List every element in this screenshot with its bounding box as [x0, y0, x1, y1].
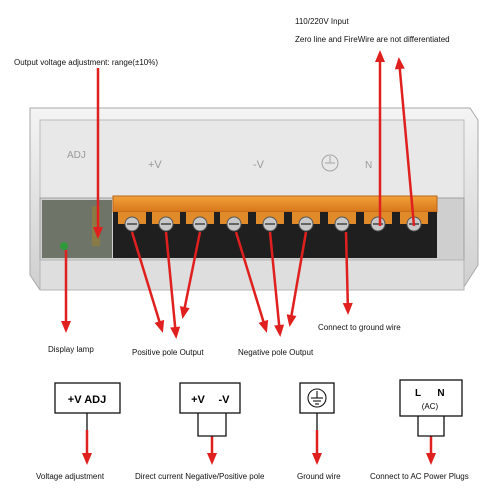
positive-arrow-3: [179, 231, 202, 319]
ground-icon: [307, 388, 327, 408]
negative-pole-output-label: Negative pole Output: [238, 348, 314, 357]
input-voltage-label: 110/220V Input: [295, 17, 349, 26]
output-voltage-adjustment-label: Output voltage adjustment: range(±10%): [14, 58, 159, 67]
legend-ac-input-caption: Connect to AC Power Plugs: [370, 472, 469, 481]
legend-voltage-adjustment-text: +V ADJ: [68, 394, 106, 406]
annotation-arrows: [61, 50, 436, 465]
negative-arrow-1: [234, 231, 269, 333]
legend-ac-input-box: [399, 379, 463, 417]
adj-arrow: [93, 68, 103, 239]
negative-arrow-2: [268, 231, 285, 337]
legend-symbols: +V ADJ +V -V L N (AC): [54, 379, 463, 437]
input-note-label: Zero line and FireWire are not different…: [295, 35, 450, 44]
legend-voltage-adjustment-box: [54, 382, 121, 414]
terminal-block: [112, 195, 438, 258]
legend-voltage-adjustment-caption: Voltage adjustment: [36, 472, 105, 481]
device-ground-symbol-icon: [321, 154, 339, 172]
legend-ac-n-text: N: [437, 388, 444, 399]
negative-arrow-3: [286, 231, 308, 327]
legend-dc-minus-text: -V: [219, 394, 231, 406]
display-lamp-led: [60, 242, 68, 250]
connect-ground-label: Connect to ground wire: [318, 323, 401, 332]
display-lamp-arrow: [61, 250, 71, 333]
legend-voltage-arrow: [82, 430, 92, 465]
input-arrow-l: [375, 50, 385, 226]
legend-ac-l-text: L: [415, 388, 421, 399]
input-arrow-n: [394, 57, 416, 227]
legend-ac-arrow: [426, 436, 436, 465]
device-minus-v-label: -V: [253, 159, 265, 171]
legend-dc-plus-text: +V: [191, 394, 205, 406]
positive-pole-output-label: Positive pole Output: [132, 348, 204, 357]
device-n-label: N: [365, 160, 372, 171]
ground-arrow: [342, 231, 353, 315]
legend-ground-arrow: [312, 430, 322, 465]
positive-arrow-2: [164, 231, 181, 339]
device-plus-v-label: +V: [148, 159, 162, 171]
legend-ac-ac-text: (AC): [422, 402, 439, 411]
display-lamp-label: Display lamp: [48, 345, 94, 354]
legend-dc-output-caption: Direct current Negative/Positive pole: [135, 472, 265, 481]
positive-arrow-1: [130, 231, 165, 333]
legend-dc-output-box: [179, 382, 241, 414]
device-adj-label: ADJ: [67, 150, 86, 161]
legend-dc-arrow: [207, 436, 217, 465]
legend-ground-caption: Ground wire: [297, 472, 341, 481]
